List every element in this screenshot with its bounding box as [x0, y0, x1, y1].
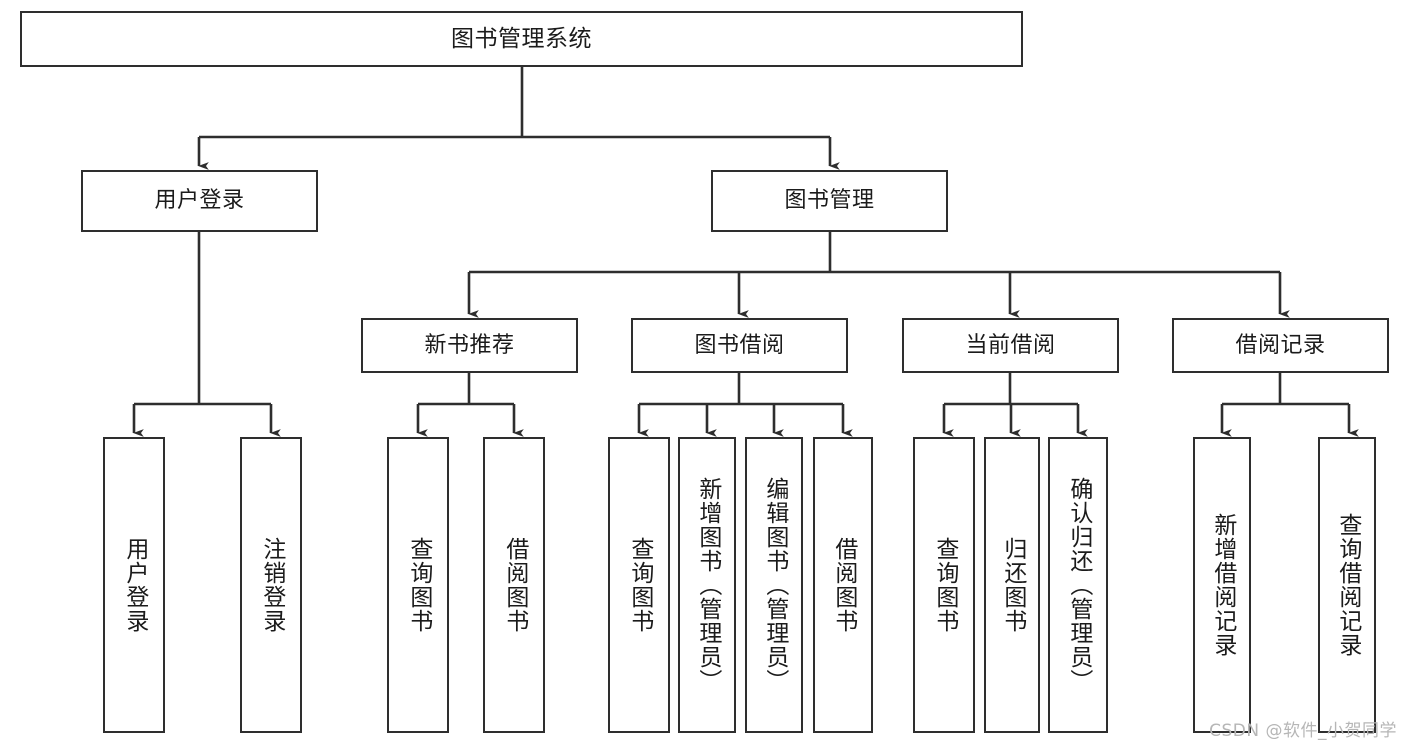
node-current-borrow[interactable]: 当前借阅: [902, 318, 1119, 373]
node-root-system[interactable]: 图书管理系统: [20, 11, 1023, 67]
node-user-login[interactable]: 用户登录: [81, 170, 318, 232]
node-leaf-confirm-return[interactable]: 确认归还（管理员）: [1048, 437, 1108, 733]
node-label: 图书借阅: [694, 332, 785, 358]
node-label: 查询图书: [405, 537, 432, 633]
node-leaf-borrow-book-1[interactable]: 借阅图书: [483, 437, 545, 733]
node-label: 图书管理系统: [451, 25, 592, 52]
node-book-manage[interactable]: 图书管理: [711, 170, 948, 232]
node-leaf-add-record[interactable]: 新增借阅记录: [1193, 437, 1251, 733]
node-label: 新增图书（管理员）: [694, 477, 721, 693]
node-label: 确认归还（管理员）: [1065, 477, 1092, 693]
node-leaf-borrow-book-2[interactable]: 借阅图书: [813, 437, 873, 733]
node-book-borrow[interactable]: 图书借阅: [631, 318, 848, 373]
node-leaf-query-book-1[interactable]: 查询图书: [387, 437, 449, 733]
node-leaf-return-book[interactable]: 归还图书: [984, 437, 1040, 733]
node-label: 新增借阅记录: [1209, 513, 1236, 657]
node-leaf-edit-book[interactable]: 编辑图书（管理员）: [745, 437, 803, 733]
node-borrow-record[interactable]: 借阅记录: [1172, 318, 1389, 373]
node-label: 查询借阅记录: [1334, 513, 1361, 657]
node-label: 借阅图书: [501, 537, 528, 633]
csdn-watermark: CSDN @软件_小贺同学: [1209, 721, 1397, 741]
node-label: 注销登录: [258, 537, 285, 633]
node-leaf-user-login[interactable]: 用户登录: [103, 437, 165, 733]
node-new-book-recommend[interactable]: 新书推荐: [361, 318, 578, 373]
node-leaf-user-logout[interactable]: 注销登录: [240, 437, 302, 733]
node-label: 图书管理: [784, 188, 875, 213]
node-label: 归还图书: [999, 537, 1026, 633]
node-leaf-query-book-3[interactable]: 查询图书: [913, 437, 975, 733]
node-label: 用户登录: [154, 188, 245, 213]
node-label: 当前借阅: [965, 332, 1056, 358]
node-leaf-add-book[interactable]: 新增图书（管理员）: [678, 437, 736, 733]
node-label: 编辑图书（管理员）: [761, 477, 788, 693]
node-label: 用户登录: [121, 537, 148, 633]
node-label: 查询图书: [931, 537, 958, 633]
node-label: 新书推荐: [424, 332, 515, 358]
node-label: 借阅图书: [830, 537, 857, 633]
node-leaf-query-record[interactable]: 查询借阅记录: [1318, 437, 1376, 733]
node-label: 借阅记录: [1235, 332, 1326, 358]
node-label: 查询图书: [626, 537, 653, 633]
node-leaf-query-book-2[interactable]: 查询图书: [608, 437, 670, 733]
